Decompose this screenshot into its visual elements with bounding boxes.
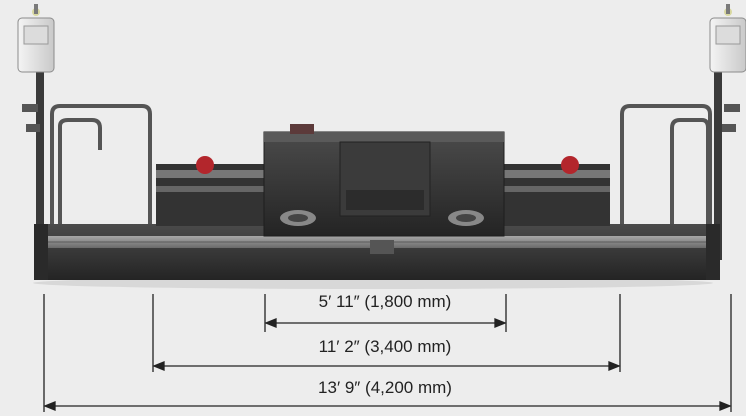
left-end-plate [34, 224, 48, 280]
left-extension [156, 156, 268, 226]
dimension-label-3400mm: 11′ 2″ (3,400 mm) [314, 337, 456, 357]
dimension-arrows [43, 318, 732, 411]
right-end-plate [706, 224, 720, 280]
right-guard-rail [620, 104, 712, 226]
left-control-box [17, 4, 55, 260]
right-extension [490, 156, 610, 226]
dimension-label-4200mm: 13′ 9″ (4,200 mm) [314, 378, 456, 398]
dimension-label-1800mm: 5′ 11″ (1,800 mm) [314, 292, 456, 312]
left-red-valve [196, 156, 214, 174]
right-red-valve [561, 156, 579, 174]
right-control-box [709, 4, 746, 260]
left-guard-rail [50, 104, 152, 226]
central-hood [263, 124, 505, 254]
extension-lines [43, 294, 732, 412]
